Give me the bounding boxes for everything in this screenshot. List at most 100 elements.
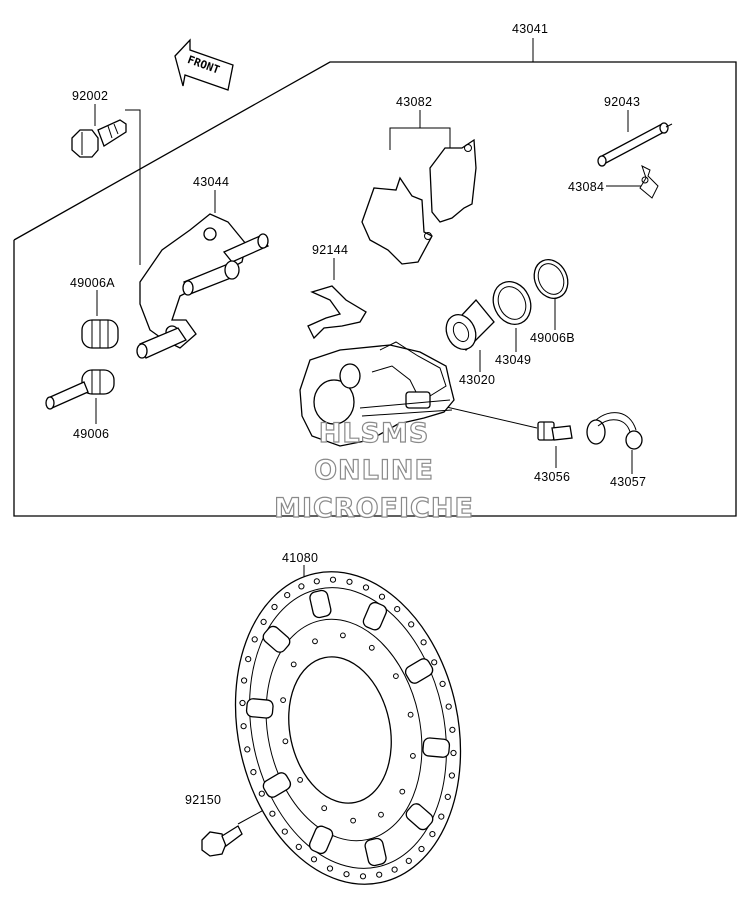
disc-hole	[298, 583, 305, 590]
disc-slot	[245, 698, 274, 719]
disc-inner-hole	[407, 711, 414, 718]
disc-slot	[362, 601, 388, 631]
brake-disc-41080-icon	[234, 571, 462, 885]
disc-inner-hole	[282, 738, 289, 745]
disc-inner-hole	[393, 673, 399, 679]
disc-hole	[250, 769, 257, 776]
label-43049: 43049	[495, 353, 531, 367]
disc-inner-hole	[312, 638, 318, 645]
disc-hole	[281, 828, 288, 835]
disc-slot	[405, 803, 434, 831]
disc-hole	[295, 843, 302, 851]
seal-43049-icon	[492, 281, 532, 325]
seal-49006b-icon	[533, 259, 569, 299]
disc-inner-hole	[410, 753, 416, 759]
disc-inner-hole	[321, 805, 328, 812]
label-49006: 49006	[73, 427, 109, 441]
disc-slot	[422, 737, 451, 758]
disc-inner-hole	[368, 644, 375, 651]
disc-hole	[326, 865, 334, 872]
disc-hole	[408, 621, 415, 628]
disc-hole	[346, 578, 353, 585]
watermark-line-3: MICROFICHE	[274, 493, 474, 524]
label-92144: 92144	[312, 243, 348, 257]
disc-hole	[405, 857, 412, 865]
piston-43020-icon	[445, 299, 495, 351]
disc-holes	[239, 576, 457, 880]
disc-inner-hole	[280, 697, 287, 703]
disc-inner-hole	[297, 777, 304, 783]
disc-hole	[449, 726, 456, 733]
disc-inner-hole	[350, 817, 357, 824]
label-43041: 43041	[512, 22, 548, 36]
label-43057: 43057	[610, 475, 646, 489]
disc-inner-hole	[340, 632, 346, 639]
cap-43057-icon	[586, 412, 643, 450]
disc-slot	[262, 625, 291, 653]
bolt-92002-icon	[71, 119, 127, 158]
label-92150: 92150	[185, 793, 221, 807]
disc-hole	[376, 871, 383, 878]
disc-hole	[394, 606, 401, 613]
disc-hole	[244, 746, 251, 753]
disc-hole	[439, 680, 446, 688]
disc-hole	[245, 656, 252, 663]
disc-slot	[262, 772, 292, 798]
bleeder-valve-43056-icon	[537, 421, 573, 441]
disc-hole	[313, 578, 320, 585]
disc-hole	[362, 584, 370, 591]
brake-pads-43082-icon	[361, 138, 477, 265]
leader-lines	[94, 38, 641, 825]
pin-92043-icon	[597, 122, 673, 167]
disc-hole	[271, 603, 278, 611]
boot-49006-icon	[45, 369, 115, 410]
disc-hole	[438, 813, 445, 820]
disc-hole	[450, 749, 457, 757]
label-41080: 41080	[282, 551, 318, 565]
disc-hole	[420, 639, 427, 646]
disc-slot	[404, 658, 434, 684]
disc-inner-hole	[378, 811, 384, 818]
watermark: HLSMS ONLINE MICROFICHE	[273, 417, 474, 524]
label-43044: 43044	[193, 175, 229, 189]
disc-slot	[308, 825, 334, 855]
watermark-line-2: ONLINE	[314, 455, 434, 486]
disc-inner-hole	[290, 661, 297, 668]
disc-hole	[251, 636, 258, 643]
watermark-line-1: HLSMS	[319, 418, 430, 449]
assembly-frame	[13, 61, 737, 517]
disc-hole	[429, 831, 436, 838]
disc-hole	[241, 677, 248, 684]
disc-inner-hole	[399, 788, 406, 795]
disc-hole	[284, 592, 291, 599]
front-arrow-icon: FRONT	[174, 38, 234, 91]
label-49006b: 49006B	[530, 331, 575, 345]
label-92002: 92002	[72, 89, 108, 103]
disc-hole	[258, 790, 265, 797]
disc-hole	[378, 593, 386, 600]
disc-hole	[391, 866, 398, 873]
disc-hole	[418, 845, 425, 853]
label-92043: 92043	[604, 95, 640, 109]
disc-hole	[239, 699, 246, 707]
disc-slot	[309, 589, 332, 619]
disc-hole	[343, 871, 350, 878]
disc-hole	[240, 723, 247, 730]
label-43020: 43020	[459, 373, 495, 387]
disc-slot	[364, 837, 387, 867]
label-43082: 43082	[396, 95, 432, 109]
caliper-bracket-43044-icon	[136, 213, 270, 359]
caliper-body-icon	[299, 341, 455, 447]
disc-hole	[310, 856, 318, 863]
disc-hole	[445, 703, 452, 710]
disc-slots	[245, 589, 451, 867]
boot-49006a-icon	[81, 319, 119, 349]
disc-hole	[329, 576, 337, 583]
disc-hole	[448, 772, 455, 779]
label-43056: 43056	[534, 470, 570, 484]
disc-hole	[260, 618, 267, 626]
disc-hole	[359, 873, 367, 880]
bolt-92150-icon	[201, 825, 243, 857]
disc-hole	[444, 793, 451, 801]
